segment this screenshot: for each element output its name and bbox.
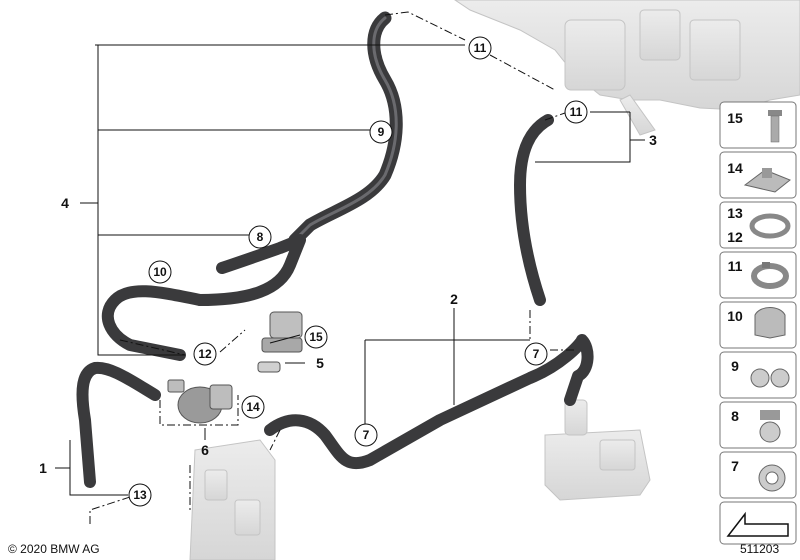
callout-13: 13: [128, 483, 152, 507]
holder-icon: [758, 464, 786, 492]
hose-branch: [194, 234, 306, 306]
bolt-icon: [768, 110, 782, 143]
hose-clamp-icon: [749, 213, 791, 239]
callout-15: 15: [304, 325, 328, 349]
arrow-icon: [726, 511, 789, 537]
svg-text:10: 10: [153, 265, 167, 279]
panel-cell-11: 11: [719, 251, 797, 299]
panel-cell-10: 10: [719, 301, 797, 349]
valve-component: [257, 311, 303, 373]
svg-text:15: 15: [727, 110, 743, 126]
intake-manifold-component: [454, 0, 800, 136]
dash-lines: [89, 11, 575, 525]
callout-7-right: 7: [524, 342, 548, 366]
svg-text:9: 9: [731, 358, 739, 374]
callout-9: 9: [369, 120, 393, 144]
panel-cell-8: 8: [719, 401, 797, 449]
svg-text:13: 13: [133, 488, 147, 502]
label-2: 2: [450, 291, 458, 307]
engine-block-component: [189, 439, 276, 560]
callout-11-top: 11: [468, 36, 492, 60]
svg-text:7: 7: [731, 458, 739, 474]
svg-text:15: 15: [309, 330, 323, 344]
callout-11-right: 11: [564, 100, 588, 124]
diagram-number: 511203: [740, 542, 780, 556]
hoses: [76, 11, 594, 488]
double-holder-icon: [750, 368, 790, 388]
svg-text:10: 10: [727, 308, 743, 324]
hose-left-vertical: [76, 361, 161, 488]
svg-text:8: 8: [257, 230, 264, 244]
svg-text:8: 8: [731, 408, 739, 424]
parts-panel: 15 14 13 12 11: [719, 101, 797, 545]
clip-icon: [743, 168, 791, 193]
svg-text:9: 9: [378, 125, 385, 139]
holder-icon: [759, 410, 781, 443]
hose-clamp-icon: [751, 262, 789, 289]
svg-text:11: 11: [474, 41, 487, 55]
label-3: 3: [649, 132, 657, 148]
svg-text:11: 11: [570, 105, 583, 119]
panel-cell-9: 9: [719, 351, 797, 399]
hose-loop: [101, 285, 206, 361]
svg-text:14: 14: [727, 160, 743, 176]
svg-text:7: 7: [533, 347, 540, 361]
label-6: 6: [201, 442, 209, 458]
svg-text:12: 12: [727, 229, 743, 245]
hose-right-vertical: [514, 114, 554, 306]
copyright-text: © 2020 BMW AG: [8, 542, 100, 556]
coolant-pump-component: [167, 379, 233, 424]
svg-text:7: 7: [363, 428, 370, 442]
hose-lower-long: [264, 334, 594, 470]
expansion-tank-component: [544, 399, 651, 501]
label-1: 1: [39, 460, 47, 476]
label-4: 4: [61, 195, 69, 211]
svg-text:13: 13: [727, 205, 743, 221]
label-5: 5: [316, 355, 324, 371]
panel-cell-15: 15: [719, 101, 797, 149]
panel-cell-7: 7: [719, 451, 797, 499]
callouts: 11 11 9 8 10 12 15 14 13 7 7: [128, 36, 588, 507]
svg-text:12: 12: [198, 347, 212, 361]
panel-cell-14: 14: [719, 151, 797, 199]
svg-text:11: 11: [728, 258, 743, 274]
callout-14: 14: [241, 395, 265, 419]
callout-7-lower: 7: [354, 423, 378, 447]
panel-cell-arrow: [719, 501, 797, 545]
part-labels: 4 3 2 5 6 1: [39, 132, 657, 476]
holder-icon: [754, 307, 786, 339]
callout-8: 8: [248, 225, 272, 249]
svg-text:14: 14: [246, 400, 260, 414]
leader-lines: [55, 44, 645, 496]
callout-10: 10: [148, 260, 172, 284]
panel-cell-13-12: 13 12: [719, 201, 797, 249]
callout-12: 12: [193, 342, 217, 366]
